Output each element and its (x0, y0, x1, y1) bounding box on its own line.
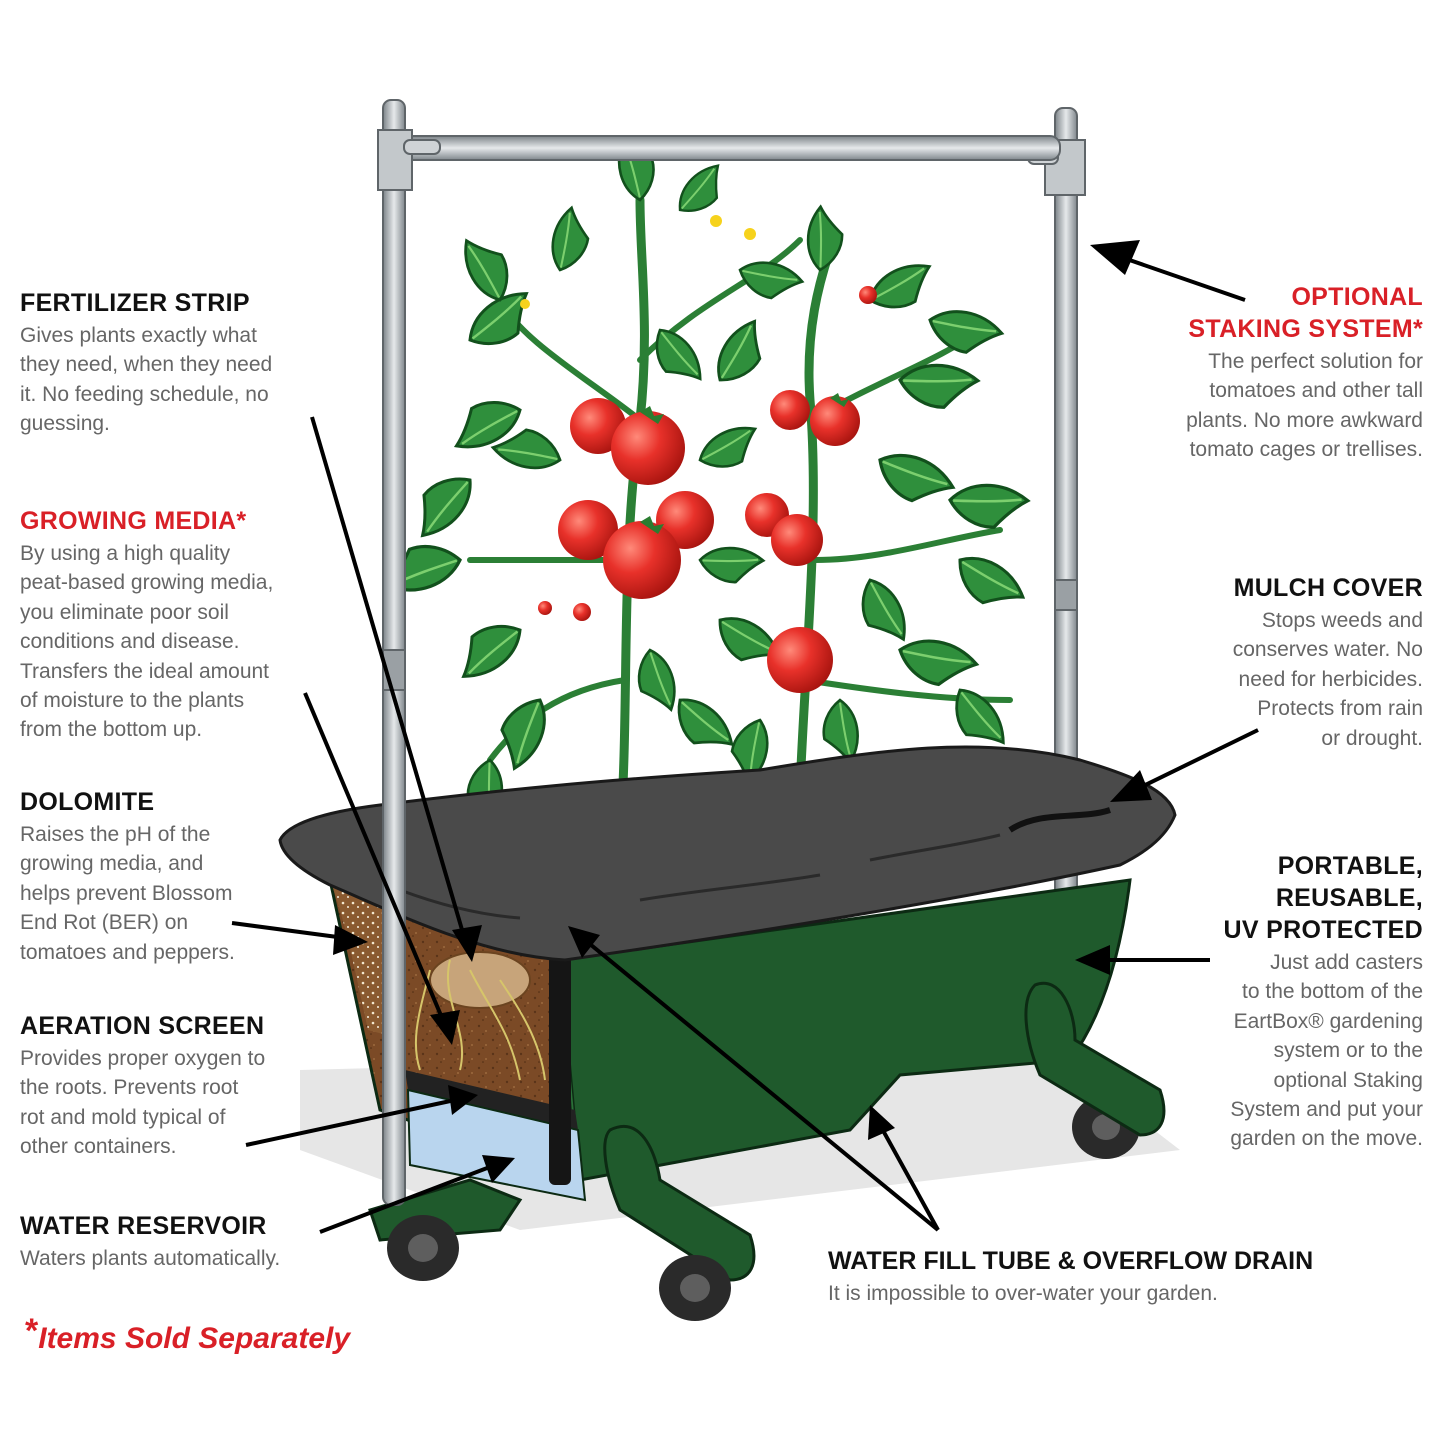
callout-dolomite: DOLOMITE Raises the pH of the growing me… (20, 786, 350, 967)
callout-body: Stops weeds and conserves water. No need… (1232, 609, 1423, 750)
callout-fertilizer-strip: FERTILIZER STRIP Gives plants exactly wh… (20, 287, 350, 439)
pointer-arrows (231, 240, 1259, 1234)
callout-portable-reusable: PORTABLE, REUSABLE, UV PROTECTED Just ad… (1103, 850, 1423, 1154)
callout-title: WATER RESERVOIR (20, 1212, 267, 1240)
callout-body: Waters plants automatically. (20, 1247, 281, 1270)
top-bar (399, 135, 1061, 161)
asterisk: * (25, 1312, 39, 1350)
mulch-cover (278, 745, 1177, 962)
footnote-text: Items Sold Separately (38, 1322, 351, 1355)
callout-optional-staking-system: OPTIONAL STAKING SYSTEM* The perfect sol… (1043, 281, 1423, 465)
left-connector (377, 129, 413, 191)
callout-title: GROWING MEDIA* (20, 507, 247, 535)
tomatoes (520, 215, 877, 693)
fill-tube (549, 905, 571, 1185)
callout-water-reservoir: WATER RESERVOIR Waters plants automatica… (20, 1210, 360, 1273)
callout-aeration-screen: AERATION SCREEN Provides proper oxygen t… (20, 1010, 350, 1162)
callout-body: By using a high quality peat-based growi… (20, 542, 274, 742)
callout-title: FERTILIZER STRIP (20, 289, 250, 317)
callout-title: PORTABLE, REUSABLE, UV PROTECTED (1223, 852, 1423, 944)
front-casters (387, 1215, 731, 1321)
items-sold-separately-note: *Items Sold Separately (25, 1312, 350, 1356)
callout-growing-media: GROWING MEDIA* By using a high quality p… (20, 505, 350, 745)
callout-mulch-cover: MULCH COVER Stops weeds and conserves wa… (1103, 572, 1423, 753)
callout-title: WATER FILL TUBE & OVERFLOW DRAIN (828, 1247, 1314, 1275)
box-front (558, 878, 1132, 1182)
callout-title: OPTIONAL STAKING SYSTEM* (1188, 283, 1423, 343)
reservoir-water (406, 1088, 587, 1202)
plant-foliage (379, 135, 1031, 826)
callout-body: It is impossible to over-water your gard… (828, 1282, 1218, 1305)
fertilizer-strip (429, 951, 531, 1009)
callout-water-fill-tube: WATER FILL TUBE & OVERFLOW DRAIN It is i… (828, 1245, 1428, 1308)
callout-title: DOLOMITE (20, 788, 155, 816)
flowers (520, 215, 756, 309)
callout-body: The perfect solution for tomatoes and ot… (1186, 350, 1423, 462)
callout-body: Just add casters to the bottom of the Ea… (1230, 951, 1423, 1151)
callout-body: Provides proper oxygen to the roots. Pre… (20, 1047, 266, 1159)
callout-body: Gives plants exactly what they need, whe… (20, 324, 273, 436)
callout-title: MULCH COVER (1233, 574, 1423, 602)
callout-title: AERATION SCREEN (20, 1012, 265, 1040)
callout-body: Raises the pH of the growing media, and … (20, 823, 235, 964)
